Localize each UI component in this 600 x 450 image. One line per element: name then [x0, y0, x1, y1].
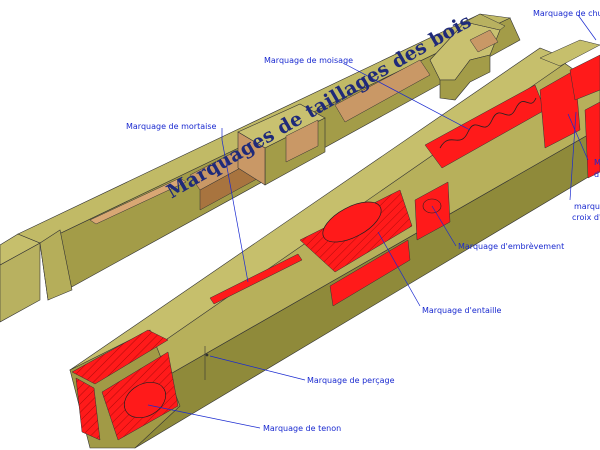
leader-chute — [577, 14, 597, 41]
back-hook-side — [439, 54, 491, 101]
leader-embrevement — [431, 205, 457, 247]
leader-entaille — [377, 231, 421, 307]
leader-mortaise-b — [221, 139, 249, 283]
back-beam — [0, 13, 521, 323]
label-percage: Marquage de perçage — [307, 376, 395, 385]
front-beam-right-top — [539, 39, 600, 67]
label-croix-line2: croix d' — [572, 213, 600, 222]
tenon-mark-top-hatch — [72, 330, 168, 384]
leader-chute-d — [567, 113, 589, 161]
label-right-m: M — [594, 158, 600, 167]
percage-dot — [205, 353, 209, 357]
tenon-mark-left-hatch — [76, 378, 100, 440]
leader-percage — [209, 355, 306, 381]
label-right-d: d — [594, 170, 600, 179]
front-beam — [69, 39, 600, 449]
chute-mark-a — [539, 69, 581, 149]
back-moisage-cut — [334, 59, 431, 123]
label-embrevement: Marquage d'embrèvement — [458, 242, 565, 251]
leader-moisage — [342, 62, 471, 131]
leader-croix — [569, 111, 577, 201]
back-mortise-groove — [89, 177, 187, 225]
moisage-mark-wave — [439, 97, 537, 149]
mortise-mark — [209, 253, 303, 305]
back-beam-end-face — [39, 229, 73, 301]
back-hook-slot — [469, 29, 499, 53]
back-hook-tip — [464, 13, 506, 31]
label-moisage: Marquage de moisage — [264, 56, 354, 65]
label-tenon: Marquage de tenon — [263, 424, 342, 433]
label-entaille: Marquage d'entaille — [422, 306, 502, 315]
label-mortaise: Marquage de mortaise — [126, 122, 217, 131]
entaille-mark-side — [329, 239, 411, 307]
chute-mark-b — [569, 54, 600, 101]
chute-mark-c — [584, 101, 600, 179]
back-raised-block-end — [237, 131, 266, 186]
tenon-mark-oval — [123, 381, 167, 419]
back-block-mortise — [285, 119, 319, 163]
leader-tenon — [147, 404, 261, 429]
label-chute: Marquage de chute — [533, 9, 600, 18]
entaille-mark-oval — [322, 201, 382, 243]
leader-lines — [147, 14, 597, 429]
label-croix-line1: marqu — [574, 202, 600, 211]
